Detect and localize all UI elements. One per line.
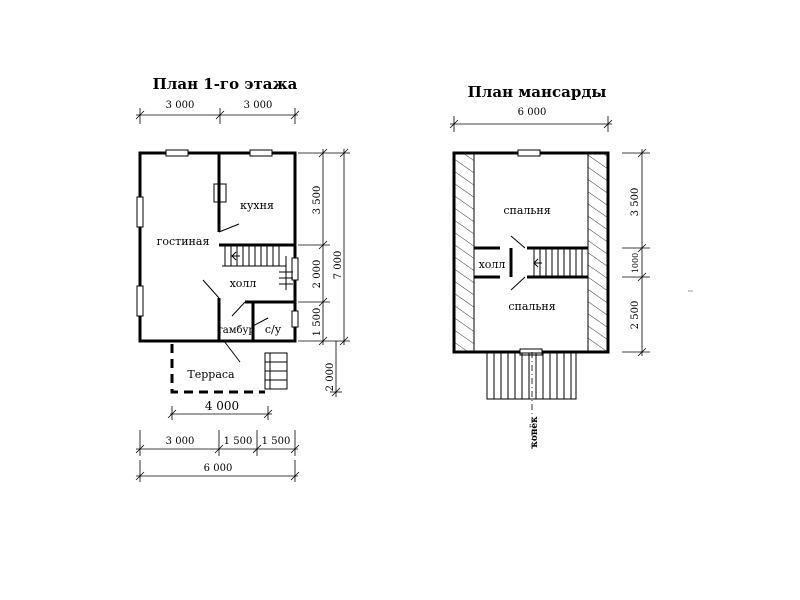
- dim-bottom-3-label: 1 500: [262, 436, 291, 447]
- room-label-bedroom-bottom: спальня: [508, 300, 555, 313]
- attic-outer-walls: [452, 151, 610, 354]
- ridge-label: конёк: [529, 416, 540, 448]
- terrace-outline: [170, 344, 265, 394]
- dim-right-1-label: 3 500: [312, 186, 323, 215]
- first-floor-plan: План 1-го этажа 3 000 3 000: [135, 75, 350, 482]
- dim-right-total: [330, 148, 350, 346]
- dim-right-terrace: [330, 341, 342, 397]
- stove: [213, 183, 227, 203]
- dim-bottom-1-label: 3 000: [166, 436, 195, 447]
- window: [249, 149, 273, 157]
- dim-top: [135, 108, 300, 124]
- window: [136, 285, 144, 317]
- stairs: [222, 246, 293, 290]
- room-label-living: гостиная: [157, 235, 210, 248]
- attic-dim-right-2-label: 1000: [631, 253, 640, 273]
- window: [517, 149, 541, 157]
- attic-title: План мансарды: [468, 83, 607, 101]
- door-swings: [202, 223, 269, 363]
- room-label-bathroom: с/у: [265, 323, 282, 336]
- window: [136, 196, 144, 228]
- dim-terrace-width: [167, 406, 273, 420]
- attic-dim-top: [449, 116, 613, 132]
- attic-right-slope: [588, 154, 607, 351]
- dim-bottom-total: [135, 460, 300, 482]
- room-label-bedroom-top: спальня: [503, 204, 550, 217]
- window: [165, 149, 189, 157]
- dim-right-parts: [298, 148, 330, 346]
- attic-interior-walls: [474, 246, 588, 279]
- dim-right-2-label: 2 000: [312, 260, 323, 289]
- interior-walls: [217, 153, 295, 341]
- dim-top-left-label: 3 000: [166, 100, 195, 111]
- first-floor-title: План 1-го этажа: [153, 75, 298, 93]
- dim-bottom-2-label: 1 500: [224, 436, 253, 447]
- window: [291, 257, 299, 281]
- room-label-attic-hall: холл: [479, 258, 506, 271]
- attic-left-slope: [455, 154, 474, 351]
- dim-right-3-label: 1 500: [312, 308, 323, 337]
- dim-terrace-width-label: 4 000: [205, 399, 239, 413]
- attic-balcony: [486, 352, 577, 400]
- dim-right-terrace-label: 2 000: [325, 363, 336, 392]
- dim-bottom-total-label: 6 000: [204, 463, 233, 474]
- attic-dim-right-1-label: 3 500: [630, 188, 641, 217]
- dim-right-total-label: 7 000: [333, 251, 344, 280]
- room-label-terrace: Терраса: [187, 368, 235, 381]
- attic-plan: План мансарды 6 000: [449, 83, 650, 450]
- dim-bottom-parts: [135, 430, 300, 456]
- room-label-vestibule: тамбур: [217, 325, 255, 336]
- window: [519, 348, 543, 356]
- attic-door-swings: [510, 235, 526, 291]
- attic-dim-top-label: 6 000: [518, 107, 547, 118]
- attic-stairs: [533, 249, 583, 276]
- dim-top-right-label: 3 000: [244, 100, 273, 111]
- attic-dim-right-3-label: 2 500: [630, 301, 641, 330]
- room-label-hall: холл: [230, 277, 257, 290]
- room-label-kitchen: кухня: [240, 199, 274, 212]
- window: [291, 310, 299, 328]
- attic-dim-right: [622, 148, 650, 357]
- terrace-steps: [264, 352, 288, 390]
